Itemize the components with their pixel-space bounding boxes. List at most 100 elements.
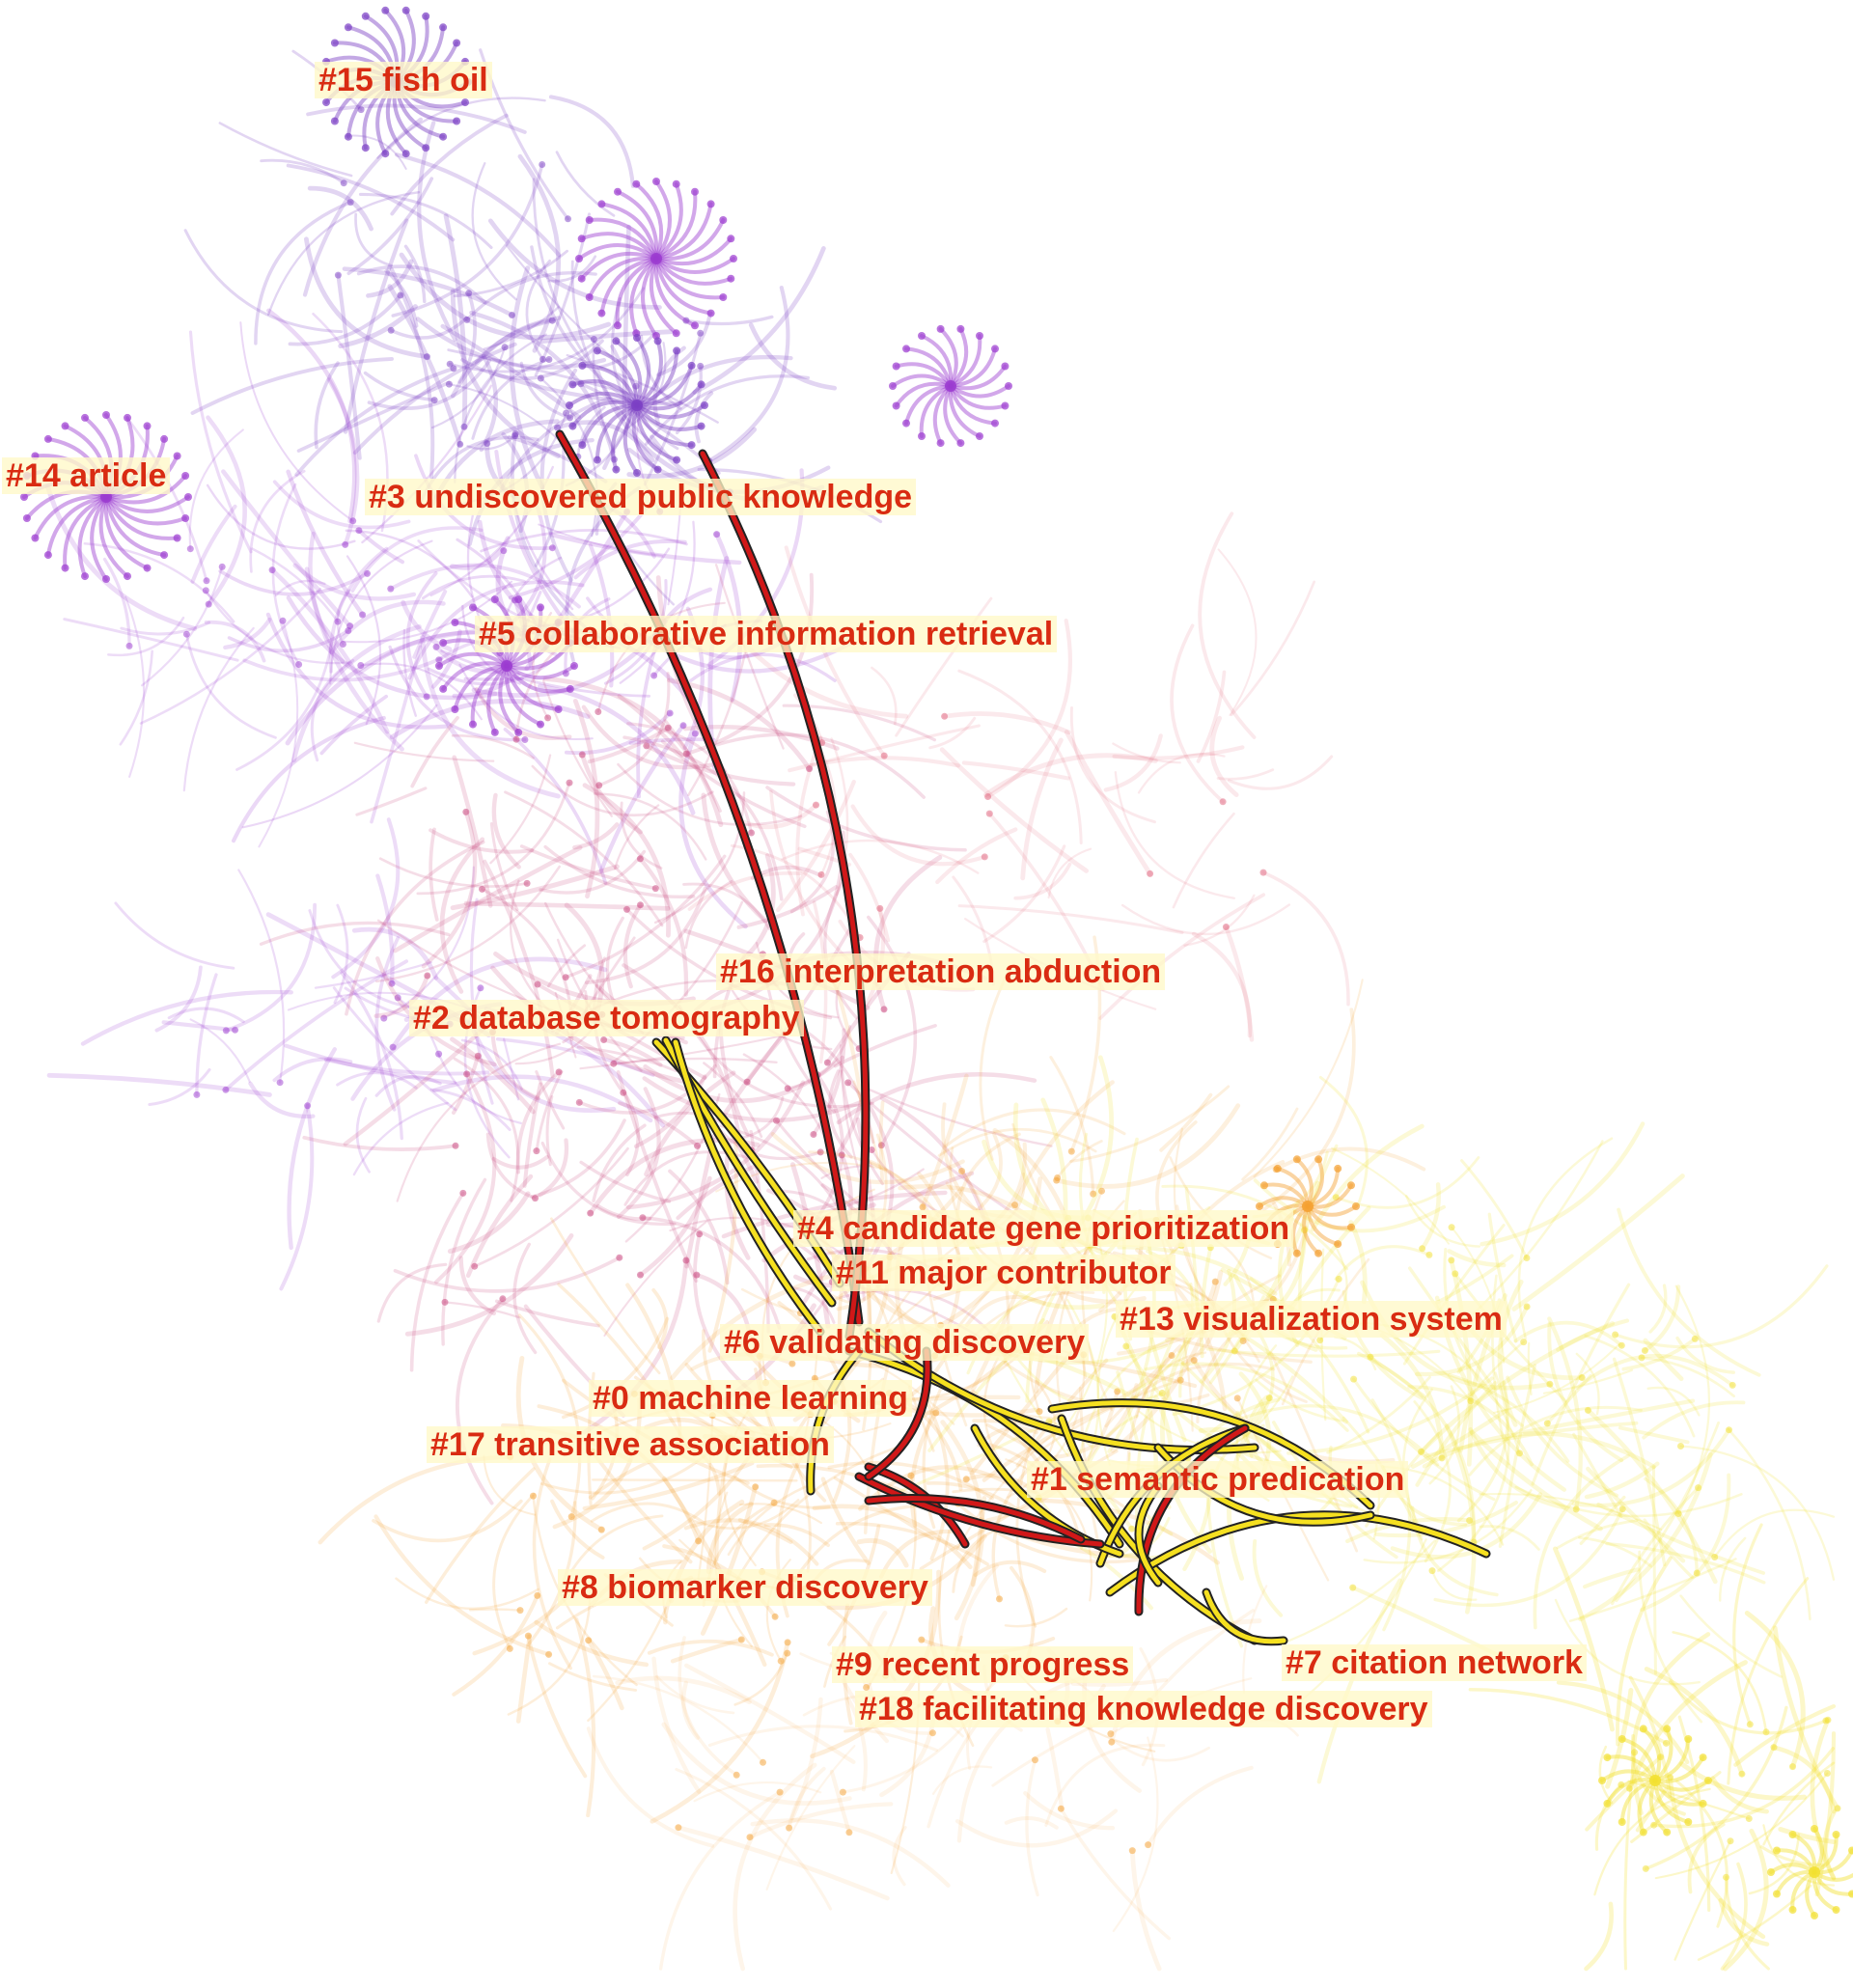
network-node — [637, 901, 644, 909]
network-edge — [555, 151, 616, 217]
network-node — [423, 693, 430, 701]
network-edge — [581, 704, 722, 770]
network-edge — [393, 845, 583, 953]
network-edge — [1049, 1056, 1095, 1196]
network-edge — [1028, 1498, 1220, 1565]
cluster-node — [577, 235, 586, 243]
network-edge — [285, 628, 485, 746]
cluster-node — [1256, 1202, 1263, 1210]
network-node — [1770, 1744, 1778, 1752]
network-edge — [858, 1465, 1022, 1511]
network-edge — [1191, 931, 1253, 1038]
network-node — [1578, 1374, 1586, 1381]
network-edge — [1822, 1809, 1838, 1880]
network-node — [817, 870, 825, 878]
network-edge — [474, 316, 562, 366]
network-edge — [687, 651, 747, 797]
cluster-label-13: #13 visualization system — [1116, 1301, 1507, 1338]
network-edge — [452, 672, 520, 699]
network-edge — [1748, 1833, 1800, 1895]
network-edge — [395, 1577, 539, 1611]
network-edge — [485, 1132, 538, 1201]
network-edge — [1318, 1075, 1369, 1207]
network-edge — [1675, 1780, 1729, 1928]
network-node — [737, 1636, 745, 1643]
network-edge — [1447, 1249, 1507, 1268]
cluster-node — [585, 216, 594, 224]
network-node — [610, 456, 618, 463]
network-edge — [937, 1128, 1097, 1157]
network-node — [1011, 1201, 1018, 1209]
network-edge — [1487, 1212, 1518, 1343]
network-edge — [1762, 1761, 1836, 1846]
network-edge — [352, 1101, 449, 1176]
cluster-spoke — [629, 257, 658, 336]
network-edge — [190, 356, 394, 415]
cluster-node — [401, 150, 410, 158]
network-edge — [359, 662, 483, 721]
cluster-node — [633, 334, 641, 342]
network-node — [1745, 1815, 1753, 1822]
network-node — [1425, 1251, 1433, 1258]
cluster-node — [43, 551, 52, 560]
network-edge — [310, 659, 355, 762]
cluster-spoke — [622, 403, 639, 475]
network-node — [595, 782, 603, 789]
network-edge — [879, 1529, 960, 1579]
cluster-node — [976, 332, 983, 340]
network-edge — [1759, 1845, 1826, 1867]
cluster-node — [1273, 1164, 1282, 1173]
network-edge — [827, 1069, 853, 1159]
network-edge — [141, 566, 224, 687]
network-edge — [235, 641, 333, 771]
network-node — [682, 750, 690, 758]
network-edge — [370, 645, 423, 824]
network-edge — [1762, 1824, 1836, 1887]
network-edge — [363, 371, 436, 402]
network-node — [877, 1142, 885, 1149]
network-edge — [570, 260, 661, 451]
network-edge — [480, 528, 688, 553]
network-edge — [836, 1072, 1037, 1125]
network-edge — [823, 882, 859, 1020]
network-edge — [1578, 1451, 1713, 1622]
cluster-node — [43, 434, 52, 443]
network-node — [463, 316, 471, 323]
network-edge — [850, 804, 987, 867]
network-edge — [509, 265, 545, 490]
network-edge — [260, 158, 346, 185]
network-edge — [346, 555, 382, 726]
network-edge — [1326, 1375, 1431, 1454]
network-node — [1219, 798, 1227, 806]
network-edge — [1556, 1680, 1690, 1765]
network-node — [1546, 1380, 1554, 1388]
cluster-spoke — [654, 181, 683, 261]
network-edge — [1642, 1400, 1746, 1440]
network-node — [501, 344, 509, 351]
network-edge — [588, 543, 615, 688]
cluster-spoke — [505, 664, 561, 711]
cluster-label-9: #9 recent progress — [832, 1646, 1134, 1683]
cluster-node — [597, 309, 606, 318]
network-edge — [1348, 1220, 1368, 1305]
network-edge — [338, 304, 418, 348]
cluster-node — [1334, 1164, 1342, 1173]
network-edge — [352, 342, 517, 456]
network-edge — [1301, 1538, 1427, 1701]
network-edge — [1047, 847, 1092, 899]
network-edge — [1611, 1486, 1701, 1606]
network-edge — [189, 1018, 251, 1083]
network-edge — [495, 1036, 655, 1077]
network-edge — [1059, 1807, 1171, 1941]
network-edge — [1012, 1080, 1115, 1207]
network-edge — [956, 1675, 1085, 1843]
cluster-node — [1773, 1846, 1781, 1855]
network-edge — [393, 1256, 622, 1293]
network-node — [276, 1079, 284, 1087]
network-edge — [736, 885, 839, 929]
network-node — [349, 517, 357, 525]
network-edge — [1533, 1453, 1630, 1630]
network-node — [1419, 1245, 1426, 1253]
cluster-node — [1598, 1777, 1606, 1784]
